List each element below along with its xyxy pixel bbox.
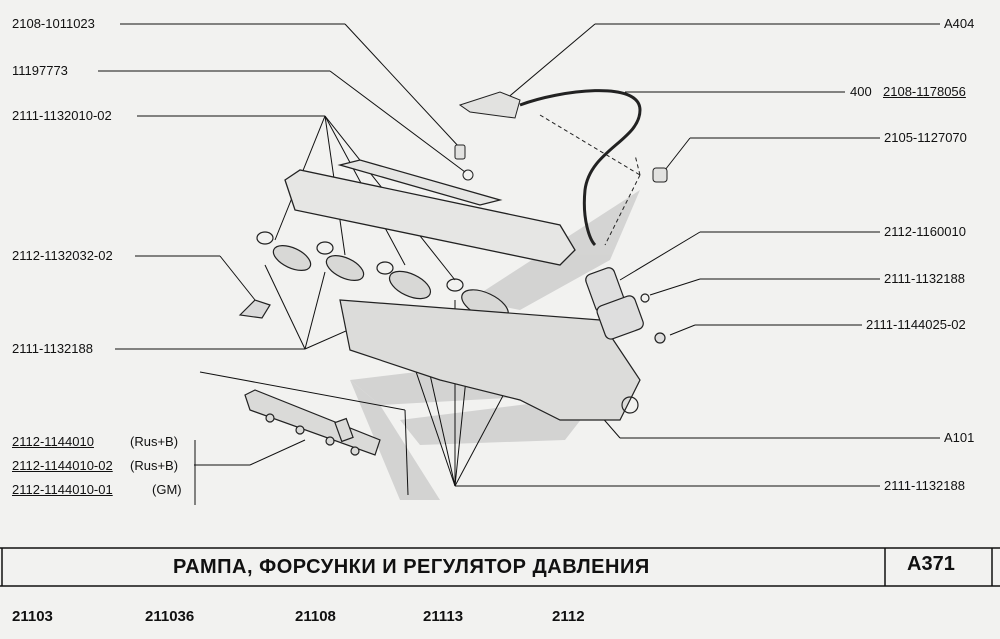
part-label: 2111-1132188 — [884, 271, 965, 286]
part-label: 2112-1160010 — [884, 224, 966, 239]
part-label: 2108-1178056 — [883, 84, 966, 99]
dashed-guides — [539, 114, 641, 246]
part-label: 400 — [850, 84, 872, 99]
variant-part: 2112-1144010-02 — [12, 458, 113, 473]
page-code: A371 — [907, 553, 955, 575]
fuel-rail — [284, 159, 576, 266]
model-label: 211036 — [145, 608, 195, 625]
model-label: 21113 — [423, 608, 464, 625]
fuel-hose — [519, 89, 642, 247]
variant-note: (GM) — [152, 482, 182, 497]
part-label: 2111-1132188 — [12, 341, 93, 356]
part-label: A404 — [944, 16, 975, 31]
part-label: 2112-1132032-02 — [12, 248, 113, 263]
part-label: 2111-1144025-02 — [866, 317, 966, 332]
part-label: 11197773 — [12, 63, 68, 78]
model-label: 2112 — [552, 608, 585, 625]
model-label: 21103 — [12, 608, 53, 625]
pressure-regulator — [585, 267, 666, 344]
variant-part: 2112-1144010 — [12, 434, 94, 449]
rail-variant — [244, 389, 381, 456]
engine-head — [339, 299, 641, 421]
part-label: 2108-1011023 — [12, 16, 95, 31]
variant-part: 2112-1144010-01 — [12, 482, 113, 497]
model-label: 21108 — [295, 608, 336, 625]
hose-bracket — [454, 91, 668, 183]
part-label: A101 — [944, 430, 975, 445]
part-label: 2111-1132010-02 — [12, 108, 112, 123]
part-label: 2105-1127070 — [884, 130, 967, 145]
variant-note: (Rus+B) — [130, 458, 179, 473]
part-label: 2111-1132188 — [884, 478, 965, 493]
page-title: РАМПА, ФОРСУНКИ И РЕГУЛЯТОР ДАВЛЕНИЯ — [173, 556, 650, 578]
bracket-left — [238, 299, 271, 319]
variant-note: (Rus+B) — [130, 434, 179, 449]
